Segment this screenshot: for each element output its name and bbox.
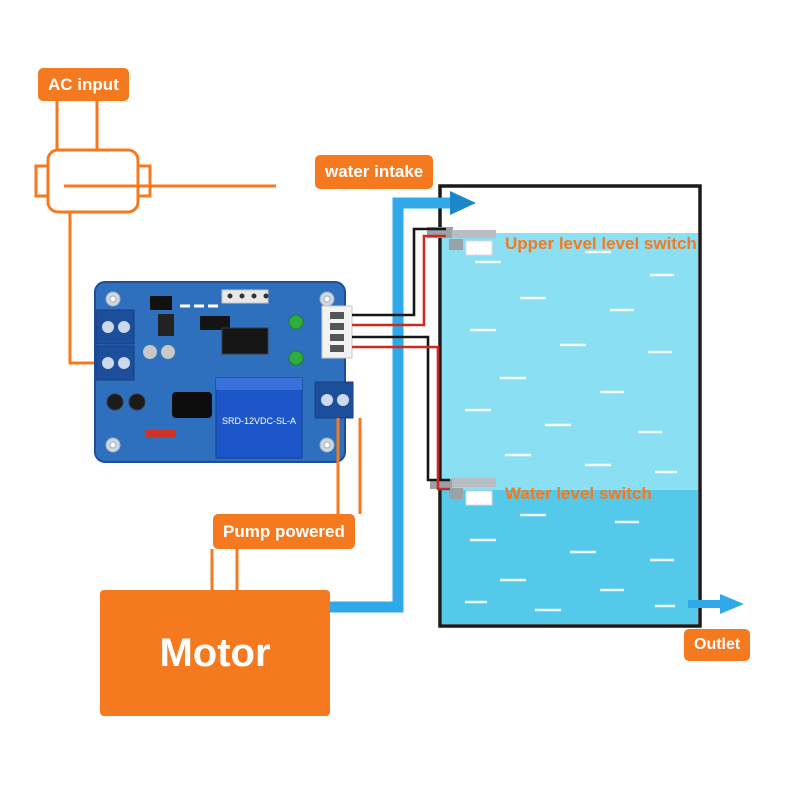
upper-level-switch-label: Upper level level switch [505,234,697,253]
led-green-2 [288,350,304,366]
ac-input-label-text: AC input [48,74,119,94]
upper-switch-mount [427,227,453,238]
transformer-left-tab [34,164,50,198]
lower-switch-mount [430,479,452,489]
relay-label: SRD-12VDC-SL-A [222,416,296,426]
lower-switch-float [465,490,493,506]
upper-switch-arm [452,230,496,238]
upper-switch-wire-black [352,227,446,317]
pump-powered-label: Pump powered [213,514,355,549]
motor-label-text: Motor [159,630,271,675]
pcb-output-terminal [314,381,354,419]
pcb-red-silkscreen [146,430,176,437]
water-intake-pipe [330,191,476,613]
led-green-1 [288,314,304,330]
pcb-input-terminals [95,309,135,381]
controller-pcb: SRD-12VDC-SL-A [94,281,354,463]
transformer-right-tab [136,164,152,198]
ac-to-board-wire [68,212,96,365]
outlet-label: Outlet [684,629,751,661]
water-ripples [465,250,677,612]
pcb-sensor-connector [321,305,353,359]
pcb-mount-holes [105,291,335,453]
motor-block: Motor [100,590,330,716]
lower-switch-wire-red [352,345,450,491]
pump-label-to-motor-wires [210,549,239,590]
pump-powered-label-text: Pump powered [223,521,345,541]
water-tank [438,184,702,628]
lower-switch-arm [452,478,496,487]
upper-switch-float [465,240,493,256]
upper-switch-hinge [449,239,463,250]
water-level-switch-label: Water level switch [505,484,652,503]
pump-power-wires [210,418,362,590]
outlet-label-text: Outlet [694,636,741,653]
ac-input-wires [55,100,99,150]
board-to-pump-label-wires [336,418,362,514]
lower-switch-hinge [449,488,463,499]
sensor-wires [352,227,450,491]
water-upper-region [442,233,698,490]
water-intake-label-text: water intake [325,162,424,181]
transformer [34,148,276,365]
intake-arrow-icon [450,191,476,215]
outlet-flow [688,594,744,614]
relay: SRD-12VDC-SL-A [215,377,303,459]
upper-switch-wire-red [352,234,446,327]
outlet-arrow-icon [720,594,744,614]
transformer-body [46,148,140,214]
water-intake-label: water intake [315,155,434,189]
pcb-components [106,289,304,437]
water-lower-region [442,490,698,624]
upper-level-switch [427,227,496,256]
ac-label-leads [55,100,99,150]
water-level-switch [430,478,496,506]
intake-pipe-run [330,197,452,613]
ac-input-label: AC input [38,68,129,101]
